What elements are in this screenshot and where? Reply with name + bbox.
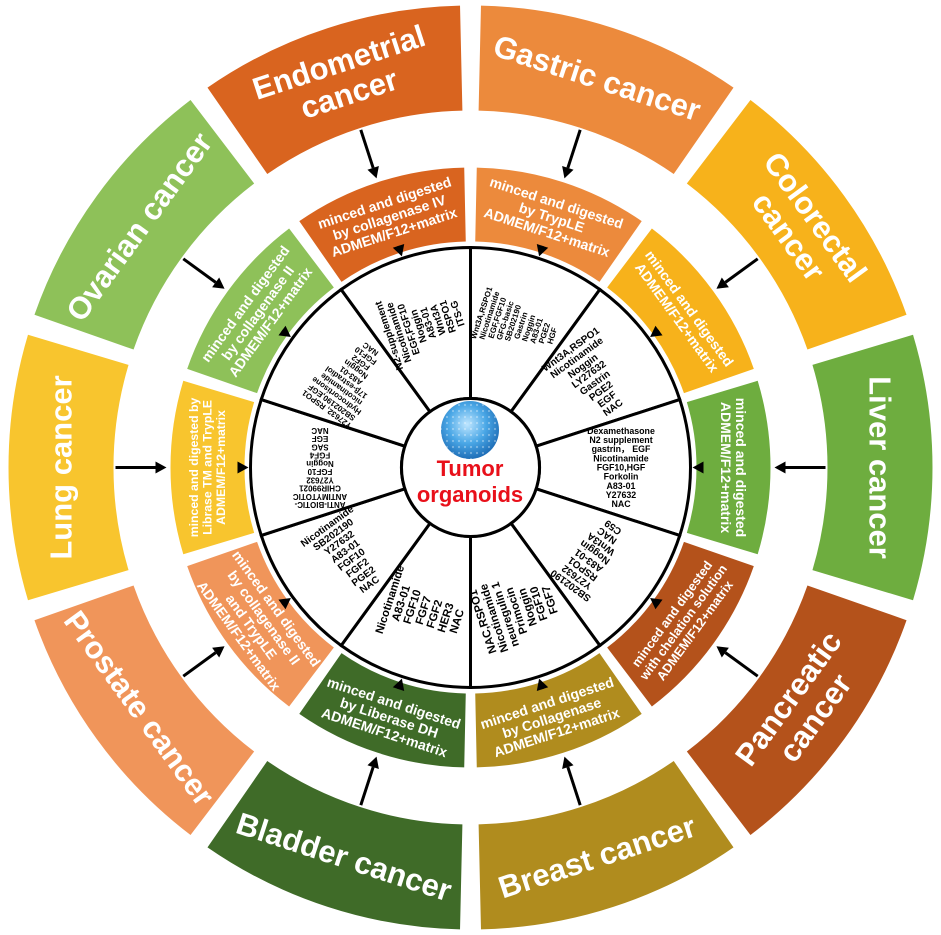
cancer-name-line: Liver cancer [863,376,898,559]
outer-band-endometrial [207,5,463,174]
process-line: minced and digested by [187,398,201,538]
cancer-name-line: Lung cancer [44,375,79,559]
arrow [237,461,249,474]
sector-liver: Liver cancer minced and digestedADMEM/F12… [534,334,933,601]
process-band-breast [475,653,642,768]
center-hub: Tumor organoids [400,397,541,538]
outer-band-breast [478,761,734,930]
process-band-colorectal [607,228,754,394]
factor-item: A83-01 [607,481,636,491]
arrow [278,325,291,338]
factor-item: Nicotinamide [593,453,649,463]
arrow [650,325,663,338]
factors-gastric: Wnt3A,RSPO1NicotinamideEGF,FGF10GFG-basi… [469,285,559,345]
process-line: ADMEM/F12+matrix [718,402,734,533]
outer-band-lung [8,334,129,601]
outer-band-ovarian [34,99,255,350]
arrow [716,646,759,678]
process-line: ADMEM/F12+matrix [214,410,228,525]
cancer-name-lung: Lung cancer [44,375,79,559]
arrow [359,129,379,179]
factor-item: N2 supplement [589,435,652,445]
arrow [536,678,549,691]
process-band-ovarian [187,228,334,394]
arrow [392,244,405,257]
center-title-line2: organoids [417,482,523,507]
outer-band-gastric [478,5,734,174]
process-band-bladder [299,653,466,768]
cancer-name-liver: Liver cancer [863,376,898,559]
factor-item: NAC [611,499,631,509]
factors-lung: ANTI-BIOTIC-ANTIMYTOTICCHIR99021Y27632FG… [293,426,348,509]
center-title-line1: Tumor [437,456,504,481]
factor-item: CHIR99021 [299,484,341,493]
process-band-lung [170,380,255,555]
factor-item: FGF10 [307,467,332,476]
factor-item: ANTIMYTOTIC [293,492,348,501]
arrow [278,597,291,610]
factor-item: Y27632 [306,475,334,484]
process-line: minced and digested [733,398,749,537]
process-band-gastric [475,167,642,282]
factor-item: Forkolin [604,472,639,482]
process-band-pancreatic [607,541,754,707]
arrow [182,257,225,289]
process-band-prostate [187,541,334,707]
arrow [650,597,663,610]
factor-item: gastrin， EGF [592,444,651,454]
process-line: Librase TM and TrypLE [201,400,215,535]
arrow [536,244,549,257]
arrow [562,129,582,179]
outer-band-prostate [34,585,255,836]
factor-item: ANTI-BIOTIC- [294,500,345,509]
arrow [562,756,582,806]
arrow [774,461,826,474]
outer-band-liver [812,334,933,601]
organoid-icon [441,401,499,459]
arrow [182,646,225,678]
process-band-endometrial [299,167,466,282]
arrow [716,257,759,289]
outer-band-bladder [207,761,463,930]
outer-band-pancreatic [686,585,907,836]
factor-item: EGF [312,434,329,443]
factor-item: SAG [311,442,328,451]
factor-item: Noggin [306,459,334,468]
arrow [392,678,405,691]
arrow [692,461,704,474]
factor-item: Y27632 [606,490,637,500]
arrow [359,756,379,806]
process-band-liver [686,380,771,555]
factor-item: FGF10,HGF [597,463,646,473]
center-hub-circle [400,397,541,538]
factor-item: Dexamethasone [587,426,655,436]
factors-pancreatic: SB202190Y27632RSPO1A83-01NogginWnt3ANACC… [548,517,624,604]
outer-band-colorectal [686,99,907,350]
arrow [115,461,167,474]
factor-item: NAC [311,426,329,435]
factor-item: FGF4 [309,451,330,460]
